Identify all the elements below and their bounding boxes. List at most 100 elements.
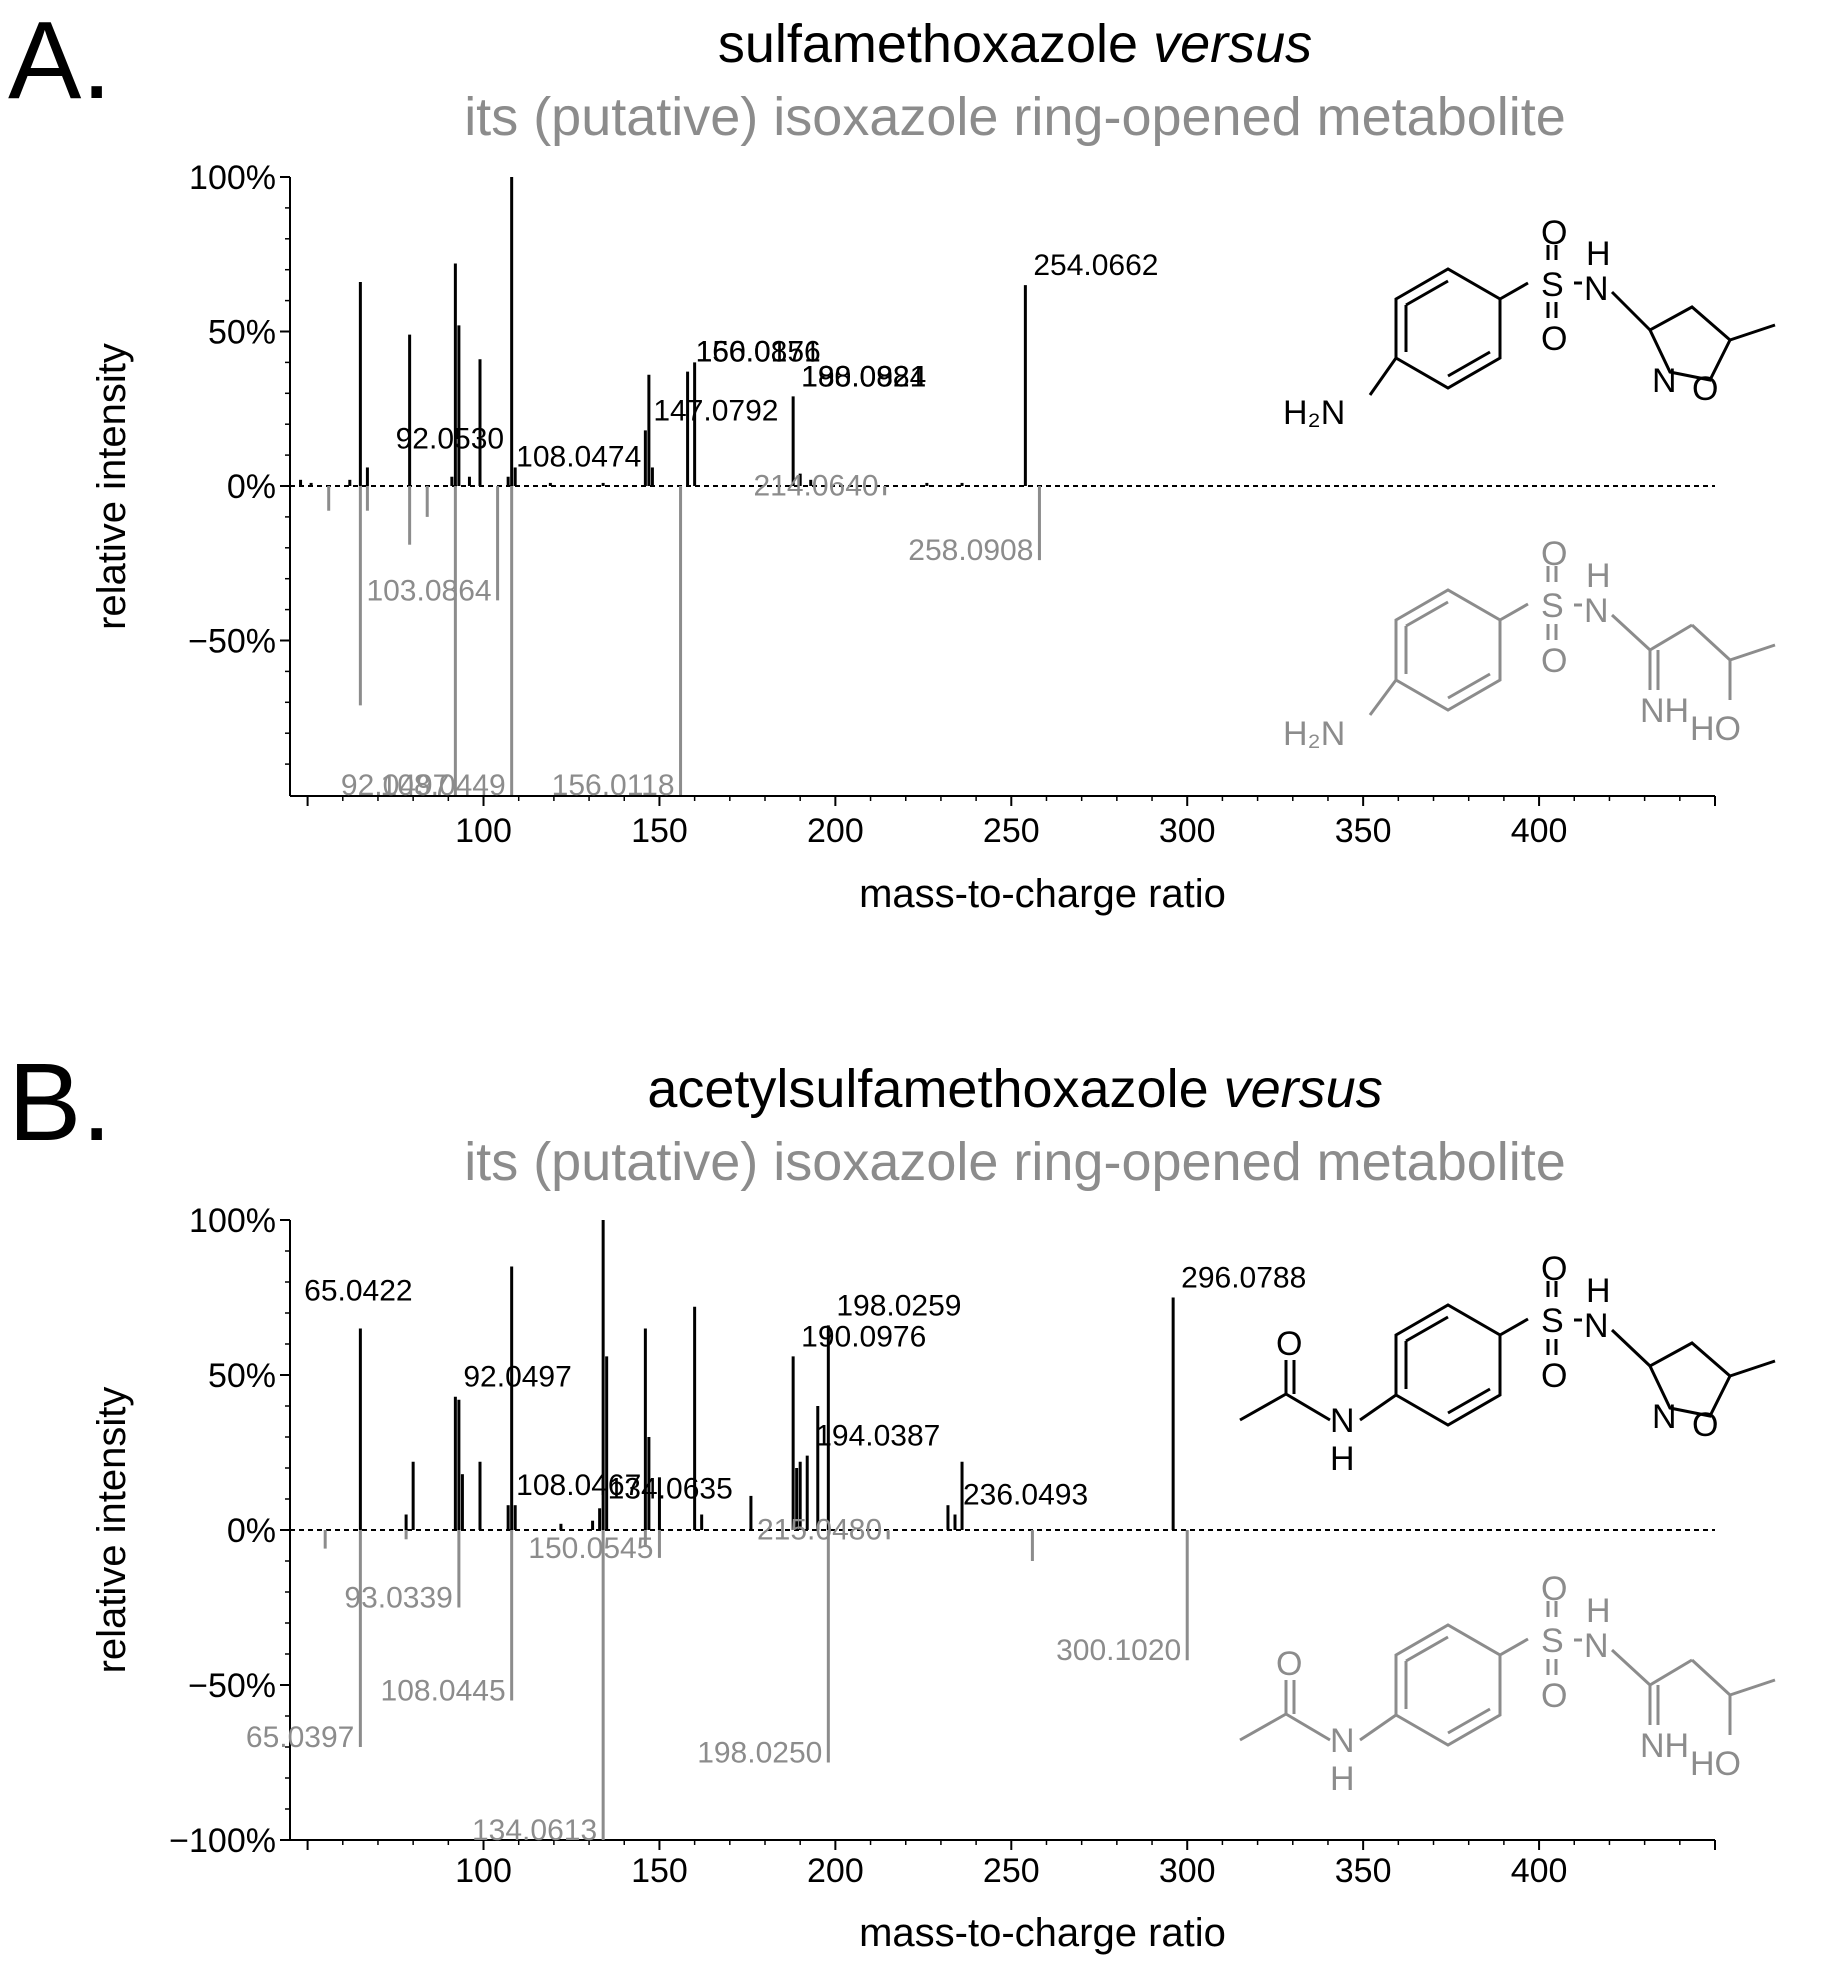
- svg-text:H: H: [1330, 1760, 1355, 1798]
- peak-label-bottom: 215.0480: [757, 1513, 882, 1546]
- svg-text:O: O: [1692, 370, 1718, 408]
- svg-text:N: N: [1652, 362, 1677, 400]
- y-tick-label: −100%: [169, 1822, 276, 1860]
- peak-label-top: 108.0467: [516, 1469, 641, 1502]
- svg-text:H₂N: H₂N: [1283, 394, 1345, 432]
- peak-label-top: 194.0387: [815, 1420, 940, 1453]
- x-tick-label: 200: [807, 1852, 864, 1890]
- y-tick-label: 0%: [227, 1512, 276, 1550]
- svg-text:S: S: [1541, 1302, 1564, 1340]
- panel-a-spectrum: 100% 50% 0% −50% 100 150 200 250 300 350 400 mass-t…: [90, 159, 1716, 916]
- ring-opened-metabolite-a-structure-icon: S O O N H NH HO H₂N: [1283, 535, 1776, 753]
- x-tick-label: 350: [1335, 812, 1392, 850]
- svg-text:S: S: [1541, 266, 1564, 304]
- peak-label-top: 156.0156: [696, 336, 821, 369]
- sulfamethoxazole-structure-icon: S O O N H N O H₂N: [1283, 214, 1776, 432]
- svg-text:O: O: [1541, 535, 1567, 573]
- peak-label-top: 92.0530: [396, 423, 504, 456]
- x-tick-label: 100: [455, 1852, 512, 1890]
- y-tick-label: −50%: [188, 1667, 276, 1705]
- x-tick-label: 300: [1159, 812, 1216, 850]
- peak-label-bottom: 65.0397: [246, 1721, 354, 1754]
- panel-b-letter: B.: [8, 1041, 112, 1164]
- svg-text:O: O: [1692, 1406, 1718, 1444]
- peak-label-bottom: 93.0339: [344, 1582, 452, 1615]
- x-tick-label: 100: [455, 812, 512, 850]
- svg-text:S: S: [1541, 587, 1564, 625]
- peak-label-top: 190.0976: [801, 1320, 926, 1353]
- panel-a-letter: A.: [8, 0, 112, 122]
- x-tick-label: 350: [1335, 1852, 1392, 1890]
- peak-label-top: 296.0788: [1181, 1262, 1306, 1295]
- svg-text:HO: HO: [1690, 1745, 1741, 1783]
- x-tick-label: 250: [983, 812, 1040, 850]
- peak-label-bottom: 198.0250: [697, 1737, 822, 1770]
- x-tick-label: 200: [807, 812, 864, 850]
- svg-text:H: H: [1586, 1272, 1611, 1310]
- x-axis-label: mass-to-charge ratio: [859, 872, 1226, 916]
- peak-label-top: 236.0493: [963, 1479, 1088, 1512]
- y-tick-label: 0%: [227, 468, 276, 506]
- svg-text:H: H: [1586, 1592, 1611, 1630]
- peak-label-bottom: 214.0640: [753, 469, 878, 502]
- svg-text:N: N: [1584, 270, 1609, 308]
- peak-label-bottom: 108.0449: [381, 769, 506, 802]
- panel-b-spectrum: 100% 50% 0% −50% −100% 100 150 200 250 300 350 400 m…: [90, 1202, 1716, 1955]
- peak-label-top: 134.0635: [608, 1472, 733, 1505]
- ring-opened-metabolite-b-structure-icon: S O O N H NH HO O N H: [1239, 1570, 1776, 1798]
- peak-label-top: 254.0662: [1033, 249, 1158, 282]
- svg-text:N: N: [1330, 1722, 1355, 1760]
- svg-text:O: O: [1541, 1250, 1567, 1288]
- svg-text:O: O: [1541, 1677, 1567, 1715]
- svg-text:N: N: [1584, 1627, 1609, 1665]
- peak-label-top: 198.0259: [836, 1289, 961, 1322]
- y-tick-label: 100%: [189, 159, 276, 197]
- x-tick-label: 150: [631, 1852, 688, 1890]
- peak-label-top: 108.0474: [516, 441, 641, 474]
- peak-label-bottom: 300.1020: [1056, 1634, 1181, 1667]
- peak-label-top: 147.0792: [653, 394, 778, 427]
- svg-text:N: N: [1330, 1402, 1355, 1440]
- svg-text:O: O: [1541, 320, 1567, 358]
- peak-label-bottom: 258.0908: [908, 534, 1033, 567]
- svg-text:HO: HO: [1690, 710, 1741, 748]
- x-tick-label: 150: [631, 812, 688, 850]
- svg-text:NH: NH: [1640, 1727, 1689, 1765]
- x-axis-label: mass-to-charge ratio: [859, 1911, 1226, 1955]
- peak-label-bottom: 92.0497: [341, 769, 449, 802]
- acetylsulfamethoxazole-structure-icon: S O O N H N O O N H: [1239, 1250, 1776, 1478]
- svg-text:N: N: [1584, 592, 1609, 630]
- y-tick-label: −50%: [188, 623, 276, 661]
- x-tick-label: 400: [1511, 1852, 1568, 1890]
- peak-label-bottom: 134.0613: [472, 1814, 597, 1847]
- y-axis-label: relative intensity: [90, 343, 134, 630]
- peak-label-bottom: 108.0445: [381, 1675, 506, 1708]
- svg-text:O: O: [1541, 642, 1567, 680]
- svg-text:H₂N: H₂N: [1283, 715, 1345, 753]
- x-tick-label: 400: [1511, 812, 1568, 850]
- x-tick-label: 250: [983, 1852, 1040, 1890]
- panel-a-title: sulfamethoxazole versus: [718, 14, 1312, 74]
- panel-a-subtitle: its (putative) isoxazole ring-opened met…: [464, 87, 1566, 147]
- y-axis-label: relative intensity: [90, 1387, 134, 1674]
- peak-label-bottom: 156.0118: [552, 769, 675, 802]
- peak-label-top: 92.0497: [463, 1361, 571, 1394]
- peak-label-top: 190.0981: [801, 360, 926, 393]
- svg-text:H: H: [1586, 557, 1611, 595]
- peak-label-top: 65.0422: [304, 1275, 412, 1308]
- svg-text:O: O: [1276, 1325, 1302, 1363]
- svg-text:N: N: [1584, 1307, 1609, 1345]
- y-tick-label: 50%: [208, 314, 276, 352]
- y-tick-label: 100%: [189, 1202, 276, 1240]
- svg-text:O: O: [1276, 1645, 1302, 1683]
- x-tick-label: 300: [1159, 1852, 1216, 1890]
- peak-label-bottom: 150.0545: [528, 1532, 653, 1565]
- peak-label-top: 160.0871: [696, 336, 821, 369]
- peak-label-bottom: 103.0864: [366, 574, 491, 607]
- svg-text:O: O: [1541, 214, 1567, 252]
- svg-text:NH: NH: [1640, 692, 1689, 730]
- svg-text:S: S: [1541, 1622, 1564, 1660]
- panel-b-title: acetylsulfamethoxazole versus: [647, 1059, 1382, 1119]
- y-tick-label: 50%: [208, 1357, 276, 1395]
